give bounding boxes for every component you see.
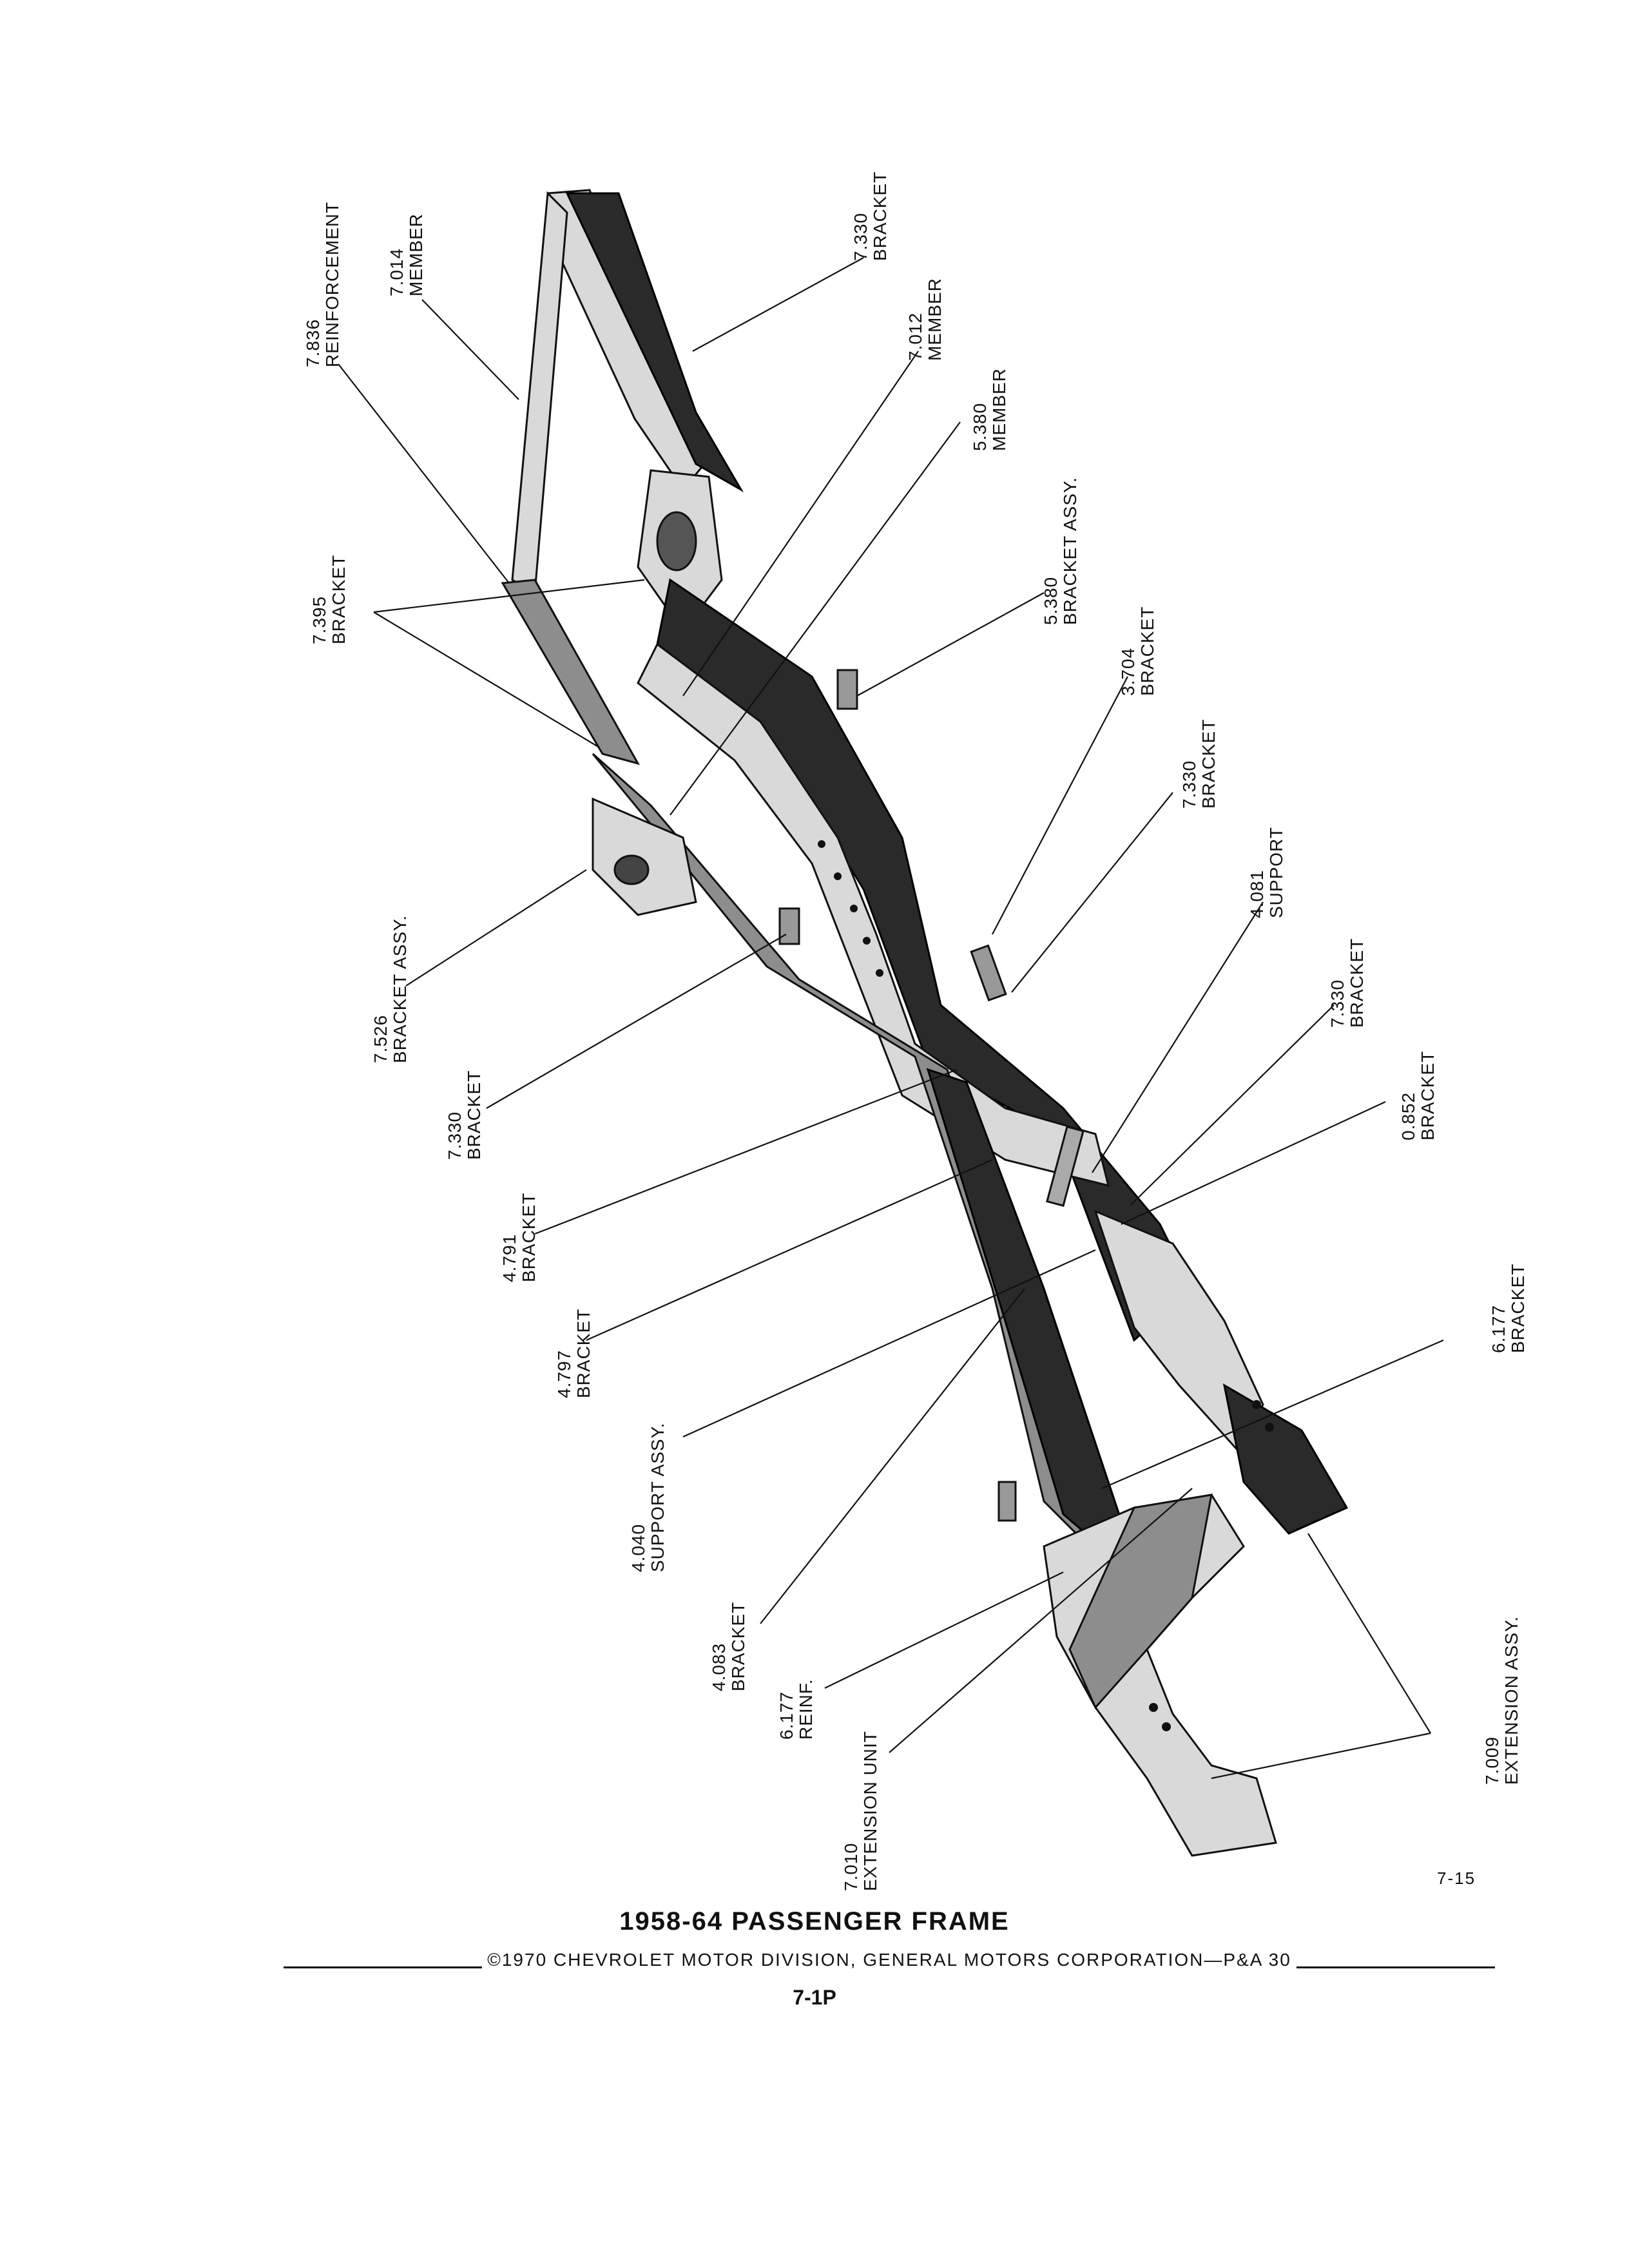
callout-4-081-support: 4.081 SUPPORT — [1247, 827, 1286, 918]
callout-6-177-bracket: 6.177 BRACKET — [1489, 1264, 1528, 1353]
callout-7-526-bracket-assy: 7.526 BRACKET ASSY. — [371, 915, 410, 1063]
page-number: 7-1P — [793, 1986, 836, 2009]
callout-number: 4.040 — [628, 1524, 648, 1572]
callout-number: 7.395 — [309, 596, 329, 644]
callout-7-010-extension-unit: 7.010 EXTENSION UNIT — [841, 1731, 880, 1891]
callout-number: 5.380 — [970, 403, 990, 451]
bracket-nub — [998, 1481, 1017, 1522]
callout-4-040-support-assy: 4.040 SUPPORT ASSY. — [628, 1423, 668, 1572]
callout-name: BRACKET ASSY. — [1060, 477, 1080, 625]
callout-number: 7.330 — [445, 1111, 465, 1160]
callout-name: EXTENSION UNIT — [860, 1731, 880, 1891]
page-title: 1958-64 PASSENGER FRAME — [619, 1907, 1010, 1936]
callout-number: 6.177 — [1489, 1305, 1509, 1353]
figure-number: 7-15 — [1437, 1869, 1476, 1888]
callout-number: 7.010 — [841, 1843, 861, 1891]
callout-number: 6.177 — [776, 1691, 796, 1740]
reinforcement-rail — [501, 579, 641, 765]
callout-name: BRACKET — [329, 555, 349, 644]
callout-4-797-bracket: 4.797 BRACKET — [554, 1309, 593, 1398]
spring-seat — [656, 511, 697, 572]
callout-7-395-bracket: 7.395 BRACKET — [309, 555, 349, 644]
right-rule — [1296, 1966, 1496, 1968]
callout-7-014-member: 7.014 MEMBER — [387, 213, 426, 296]
callout-name: REINFORCEMENT — [322, 202, 342, 367]
callout-number: 7.330 — [1179, 760, 1199, 809]
callout-7-330-bracket-right: 7.330 BRACKET — [1327, 938, 1367, 1028]
left-rule — [284, 1966, 483, 1968]
callout-name: BRACKET — [519, 1193, 539, 1282]
copyright-line: ©1970 CHEVROLET MOTOR DIVISION, GENERAL … — [284, 1946, 1496, 1974]
frame-illustration — [501, 189, 1349, 1857]
callout-3-704-bracket: 3.704 BRACKET — [1118, 606, 1157, 696]
callout-name: SUPPORT ASSY. — [648, 1423, 668, 1572]
callout-name: BRACKET — [728, 1602, 748, 1691]
copyright-text: ©1970 CHEVROLET MOTOR DIVISION, GENERAL … — [487, 1950, 1291, 1970]
callout-number: 4.791 — [499, 1234, 519, 1282]
front-bracket-assembly — [592, 797, 697, 916]
callout-name: SUPPORT — [1266, 827, 1286, 918]
callout-number: 5.380 — [1041, 577, 1061, 625]
callout-number: 0.852 — [1398, 1092, 1418, 1140]
callout-7-009-extension-assy: 7.009 EXTENSION ASSY. — [1482, 1616, 1521, 1785]
callout-name: REINF. — [796, 1678, 816, 1740]
callout-number: 7.014 — [387, 248, 407, 296]
callout-number: 7.526 — [371, 1015, 390, 1063]
callout-name: BRACKET — [870, 171, 890, 261]
left-rear-extension-shadow — [1068, 1494, 1213, 1709]
callout-number: 4.083 — [709, 1643, 729, 1691]
callout-name: MEMBER — [406, 213, 426, 296]
callout-0-852-bracket: 0.852 BRACKET — [1398, 1051, 1438, 1140]
callout-name: BRACKET — [1418, 1051, 1438, 1140]
callout-number: 7.836 — [303, 319, 323, 367]
callout-name: BRACKET — [464, 1070, 484, 1160]
callout-5-380-bracket-assy: 5.380 BRACKET ASSY. — [1041, 477, 1080, 625]
callout-name: BRACKET — [1137, 606, 1157, 696]
callout-name: BRACKET — [574, 1309, 593, 1398]
callout-number: 7.330 — [851, 213, 871, 261]
callout-number: 4.081 — [1247, 870, 1267, 918]
main-x-member-light — [637, 642, 1110, 1187]
right-rear-extension — [1222, 1383, 1349, 1535]
front-right-rail — [565, 192, 744, 493]
bracket-nub — [836, 669, 858, 710]
callout-4-083-bracket: 4.083 BRACKET — [709, 1602, 748, 1691]
callout-7-330-bracket-left: 7.330 BRACKET — [445, 1070, 484, 1160]
bracket-nub — [1046, 1125, 1084, 1207]
callout-7-012-member: 7.012 MEMBER — [905, 278, 945, 361]
callout-7-330-bracket-top: 7.330 BRACKET — [851, 171, 890, 261]
callout-number: 7.012 — [905, 312, 925, 361]
callout-5-380-member: 5.380 MEMBER — [970, 368, 1009, 451]
callout-name: BRACKET ASSY. — [390, 915, 410, 1063]
callout-7-836-reinforcement: 7.836 REINFORCEMENT — [303, 202, 342, 367]
callout-number: 7.009 — [1482, 1736, 1502, 1785]
bracket-nub — [778, 907, 800, 945]
callout-number: 3.704 — [1118, 648, 1138, 696]
leader-lines — [338, 257, 1444, 1780]
front-crossmember-left-rail — [511, 191, 568, 595]
callout-name: MEMBER — [989, 368, 1009, 451]
callout-4-791-bracket: 4.791 BRACKET — [499, 1193, 539, 1282]
callout-7-330-bracket-mid: 7.330 BRACKET — [1179, 719, 1219, 809]
callout-labels: 7.836 REINFORCEMENT 7.014 MEMBER 7.330 B… — [303, 171, 1528, 1891]
bracket-boss — [613, 854, 650, 885]
callout-6-177-reinf: 6.177 REINF. — [776, 1678, 816, 1740]
callout-name: BRACKET — [1508, 1264, 1528, 1353]
callout-number: 7.330 — [1327, 979, 1347, 1028]
bracket-nub — [970, 944, 1007, 1002]
callout-name: BRACKET — [1199, 719, 1219, 809]
callout-number: 4.797 — [554, 1350, 574, 1398]
callout-name: BRACKET — [1347, 938, 1367, 1028]
callout-name: EXTENSION ASSY. — [1501, 1616, 1521, 1785]
callout-name: MEMBER — [925, 278, 945, 361]
